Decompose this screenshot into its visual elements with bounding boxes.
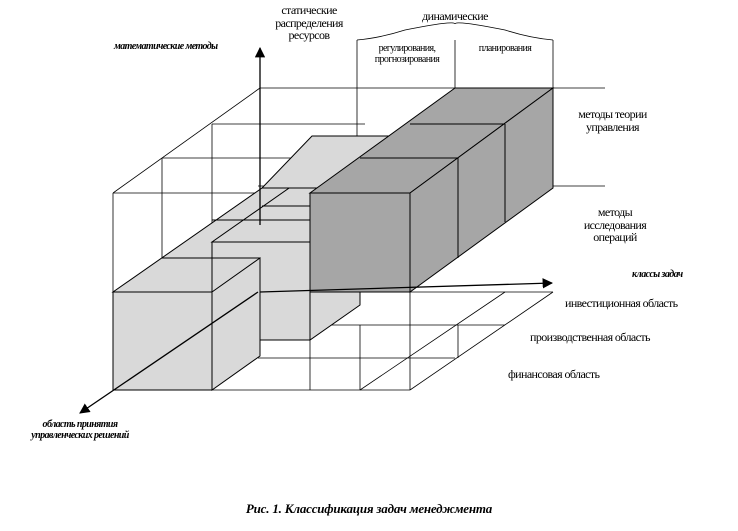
static-label-line1: статические [281,3,337,17]
horizontal-axis-label: классы задач [632,269,683,280]
cube-front-left [112,291,213,391]
depth-axis-label: область принятия управленческих решений [10,419,150,441]
control-theory-label-line2: управления [586,119,640,134]
static-label-line3: ресурсов [288,28,331,43]
op-research-label: методы исследования операций [565,206,665,244]
static-label-line2: распределения [275,15,343,30]
horizontal-axis [259,278,554,293]
control-theory-label: методы теории управления [560,108,665,133]
prism-front [309,192,411,293]
cube-side-left [211,257,261,391]
depth-axis-label-line2: управленческих решений [31,429,129,441]
depth-axis-label-line1: область принятия [42,419,118,430]
op-research-label-line2: исследования [583,217,647,232]
op-research-label-line1: методы [597,205,633,219]
static-label: статические распределения ресурсов [266,4,352,42]
regulation-label-line2: прогнозирования [374,53,440,65]
regulation-label-line1: регулирования, [378,43,436,54]
financial-area-label: финансовая область [508,367,600,381]
planning-label: планирования [478,43,532,54]
axes [79,46,554,414]
depth-axis [79,291,259,414]
control-theory-label-line1: методы теории [578,107,647,121]
dynamic-brace [356,22,554,41]
investment-area-label: инвестиционная область [565,296,678,310]
dynamic-label: динамические [422,9,488,23]
dark-prism [308,87,555,293]
regulation-label: регулирования, прогнозирования [360,43,454,65]
figure-caption: Рис. 1. Классификация задач менеджмента [245,501,493,516]
production-area-label: производственная область [530,330,650,344]
op-research-label-line3: операций [593,230,637,245]
vertical-axis-label: математические методы [114,41,218,52]
